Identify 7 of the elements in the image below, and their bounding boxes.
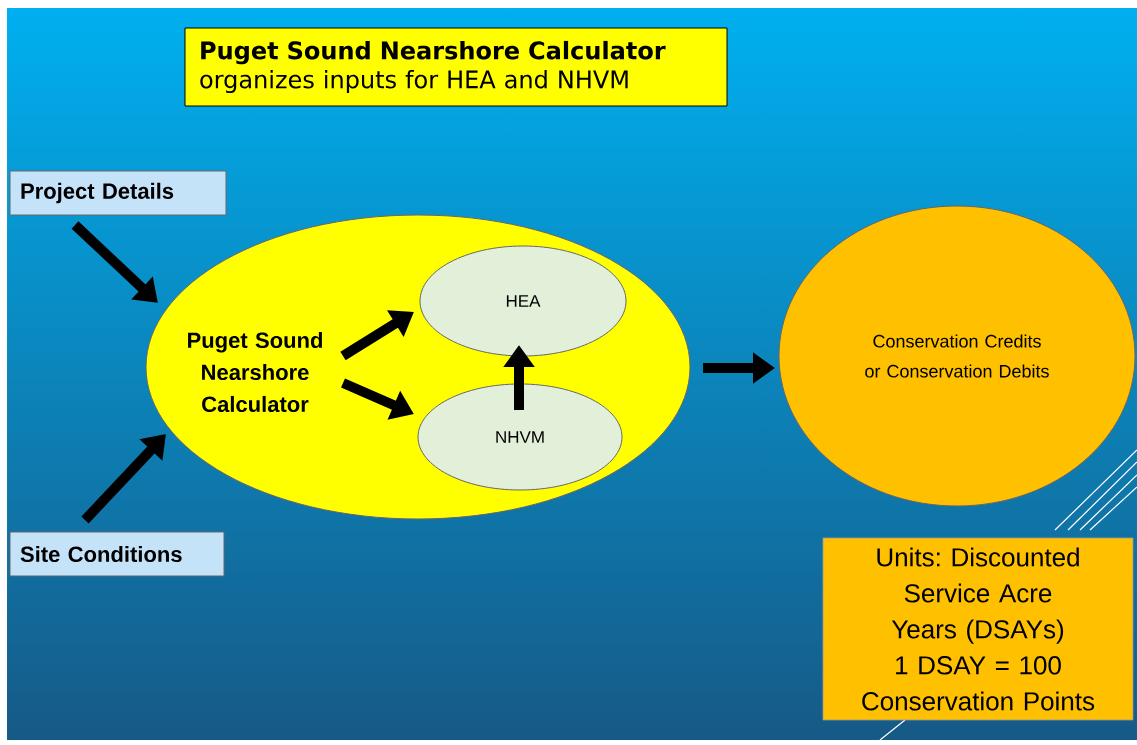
input-box: Project Details [9, 170, 227, 216]
input-box: Site Conditions [9, 531, 225, 577]
arrow [81, 434, 166, 524]
units-box: Units: Discounted Service Acre Years (DSAYs) 1 DSAY = 100 Conservation Points [822, 537, 1134, 721]
calculator-label: Puget Sound Nearshore Calculator [188, 331, 322, 413]
title-box: Puget Sound Nearshore Calculator organizes inputs for HEA and NHVM [184, 27, 728, 107]
arrow [71, 221, 158, 303]
